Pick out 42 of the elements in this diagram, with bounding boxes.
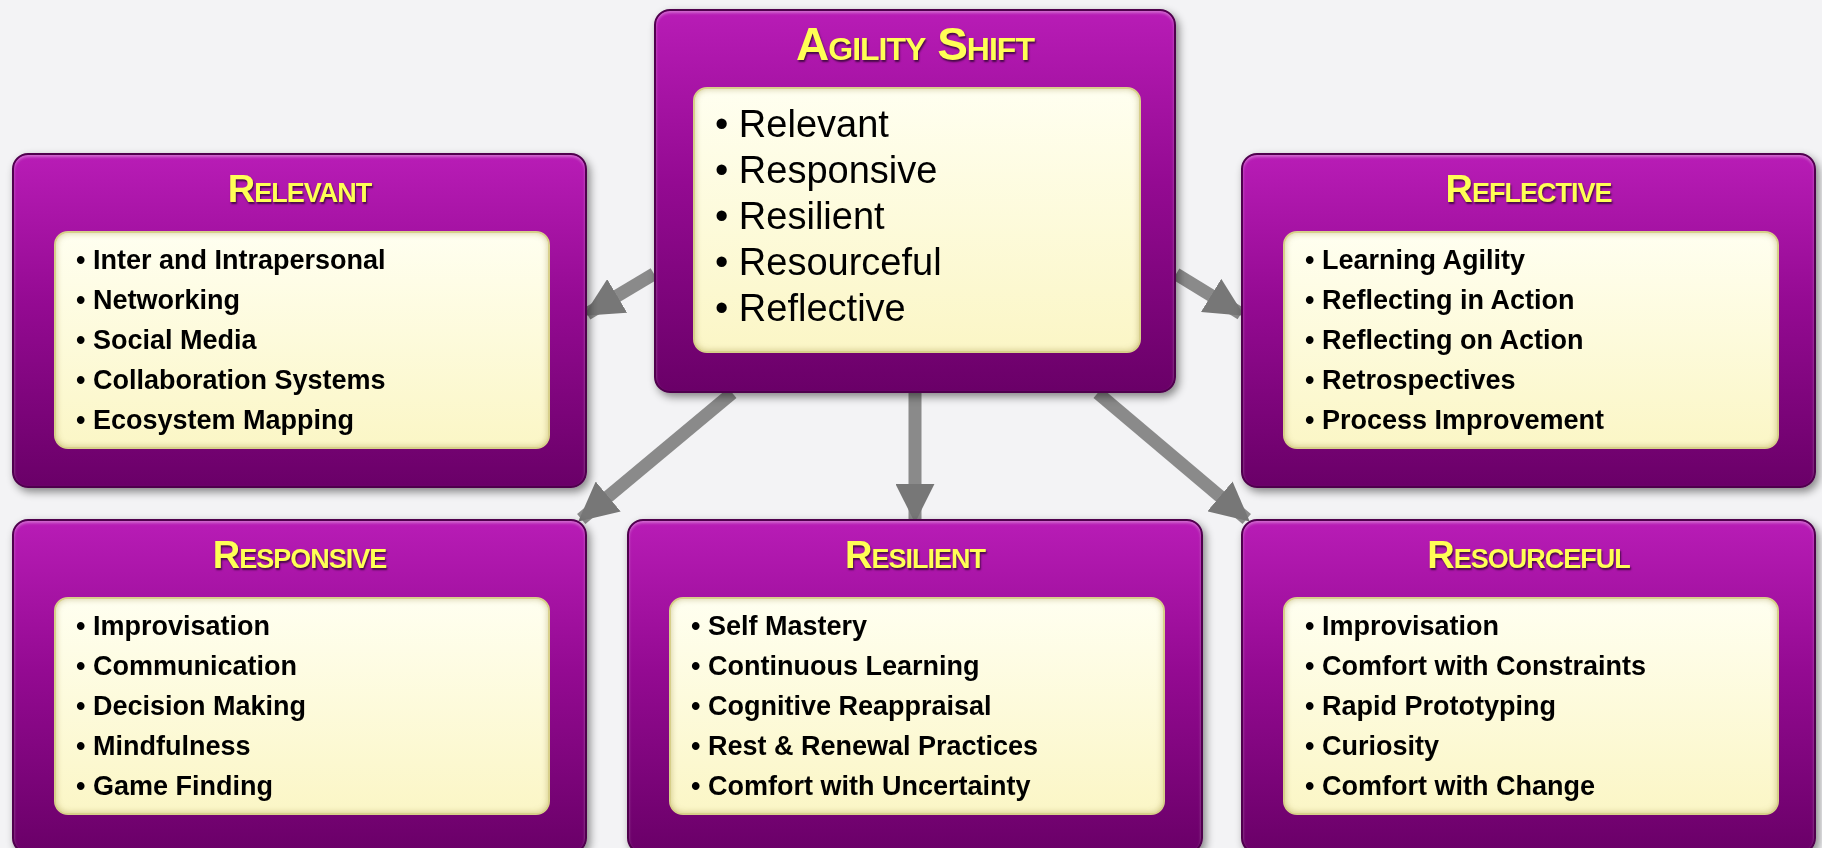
- list-item: • Retrospectives: [1305, 364, 1517, 397]
- list-item: • Resilient: [715, 194, 886, 239]
- category-box: [654, 9, 1176, 393]
- box-heading: Agility Shift: [795, 19, 1036, 70]
- list-item: • Networking: [76, 284, 241, 317]
- list-item: • Relevant: [715, 102, 890, 147]
- list-item: • Inter and Intrapersonal: [76, 244, 387, 277]
- category-box: [12, 153, 587, 488]
- category-box: [627, 519, 1203, 848]
- list-item: • Cognitive Reappraisal: [691, 690, 993, 723]
- list-item: • Reflecting in Action: [1305, 284, 1576, 317]
- box-heading: Reflective: [1444, 169, 1613, 211]
- box-heading: Resilient: [844, 535, 987, 577]
- list-item: • Comfort with Uncertainty: [691, 770, 1032, 803]
- list-item: • Social Media: [76, 324, 258, 357]
- list-item: • Self Mastery: [691, 610, 869, 643]
- list-item: • Process Improvement: [1305, 404, 1606, 437]
- list-item: • Reflective: [715, 286, 907, 331]
- list-item: • Ecosystem Mapping: [76, 404, 355, 437]
- list-item: • Responsive: [715, 148, 939, 193]
- box-heading: Responsive: [211, 535, 388, 577]
- box-heading: Resourceful: [1426, 535, 1631, 577]
- list-item: • Learning Agility: [1305, 244, 1526, 277]
- list-item: • Mindfulness: [76, 730, 252, 763]
- list-item: • Comfort with Constraints: [1305, 650, 1647, 683]
- list-item: • Rapid Prototyping: [1305, 690, 1557, 723]
- list-item: • Improvisation: [76, 610, 271, 643]
- list-item: • Communication: [76, 650, 298, 683]
- list-item: • Reflecting on Action: [1305, 324, 1585, 357]
- list-item: • Rest & Renewal Practices: [691, 730, 1040, 763]
- list-item: • Curiosity: [1305, 730, 1440, 763]
- category-box: [1241, 153, 1816, 488]
- list-item: • Game Finding: [76, 770, 274, 803]
- list-item: • Comfort with Change: [1305, 770, 1596, 803]
- list-item: • Continuous Learning: [691, 650, 981, 683]
- box-heading: Relevant: [226, 169, 373, 211]
- list-item: • Improvisation: [1305, 610, 1500, 643]
- list-item: • Resourceful: [715, 240, 943, 285]
- list-item: • Decision Making: [76, 690, 307, 723]
- category-box: [12, 519, 587, 848]
- category-box: [1241, 519, 1816, 848]
- list-item: • Collaboration Systems: [76, 364, 387, 397]
